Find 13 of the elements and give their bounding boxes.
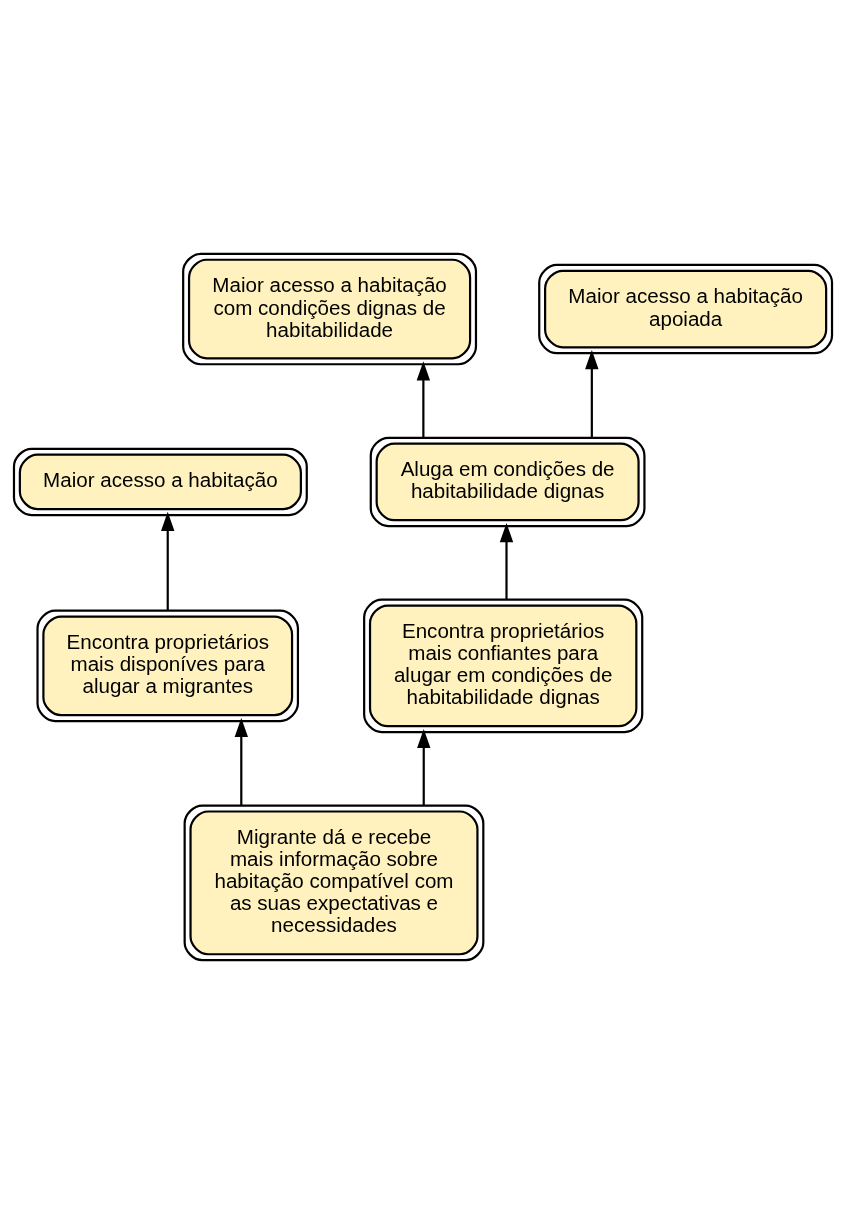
arrow — [416, 361, 431, 438]
node-box: Encontra proprietários mais disponíves para alugar a migrantes — [36, 609, 300, 723]
node-box: Maior acesso a habitação apoiada — [538, 263, 834, 355]
node-box: Maior acesso a habitação — [12, 447, 308, 517]
arrow — [499, 523, 514, 600]
node-box: Encontra proprietários mais confiantes para alugar em condições de habitabilidade dignas — [363, 598, 644, 734]
arrow — [234, 717, 248, 806]
arrow — [585, 350, 599, 438]
node-box: Aluga em condições de habitabilidade dignas — [369, 436, 646, 528]
arrow — [417, 728, 431, 806]
node-box: Migrante dá e recebe mais informação sobre habitação compatível com as suas expectativas e necessidades — [183, 804, 485, 962]
node-box: Maior acesso a habitação com condições dignas de habitabilidade — [182, 252, 478, 366]
arrow — [161, 511, 175, 611]
